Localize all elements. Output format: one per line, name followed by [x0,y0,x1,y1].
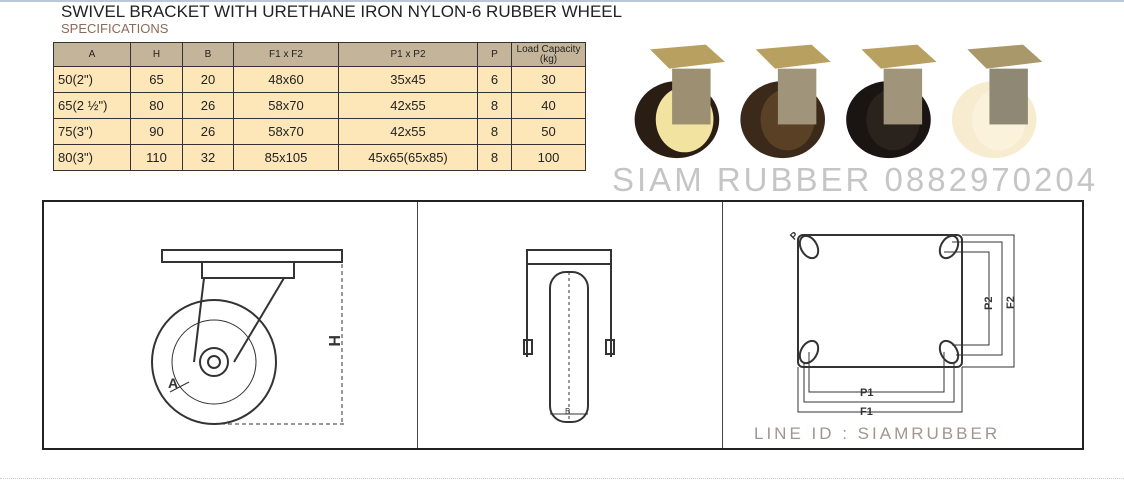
technical-drawings: H A B P1 F1 P2 F2 P [151,230,1017,425]
label-a: A [168,375,178,391]
top-view-drawing: P1 F1 P2 F2 P [788,230,1017,418]
caster-photo-2 [740,44,831,159]
table-cell: 30 [511,66,586,93]
top-border [0,0,1124,2]
table-cell: 35x45 [338,66,478,93]
table-header-row: A H B F1 x F2 P1 x P2 P Load Capacity (k… [53,42,586,67]
table-cell: 26 [182,92,234,119]
table-cell: 26 [182,118,234,145]
header-p: P [477,42,512,67]
table-cell: 65(2 ½") [53,92,131,119]
table-cell: 6 [477,66,512,93]
label-f1: F1 [860,406,873,418]
table-cell: 45x65(65x85) [338,144,478,171]
header-load-capacity: Load Capacity (kg) [511,42,586,67]
label-p2: P2 [983,297,995,310]
label-p1: P1 [860,387,873,399]
table-cell: 8 [477,144,512,171]
caster-photo-4 [951,44,1043,159]
divider [417,202,418,448]
table-cell: 100 [511,144,586,171]
technical-drawings-panel: H A B P1 F1 P2 F2 P [42,200,1084,450]
divider [722,202,723,448]
table-cell: 48x60 [233,66,339,93]
table-cell: 90 [130,118,183,145]
label-f2: F2 [1005,296,1017,309]
line-id-watermark: LINE ID : SIAMRUBBER [754,424,1001,443]
table-cell: 50(2") [53,66,131,93]
header-a: A [53,42,131,67]
header-h: H [130,42,183,67]
table-cell: 42x55 [338,92,478,119]
table-cell: 20 [182,66,234,93]
label-h: H [325,335,342,347]
caster-wheel-photos [634,44,1043,159]
header-f1xf2: F1 x F2 [233,42,339,67]
table-cell: 65 [130,66,183,93]
table-cell: 8 [477,92,512,119]
caster-photo-1 [634,44,725,159]
bottom-border [0,478,1124,484]
table-cell: 50 [511,118,586,145]
specifications-table: A H B F1 x F2 P1 x P2 P Load Capacity (k… [53,42,586,171]
table-cell: 75(3") [53,118,131,145]
watermark: SIAM RUBBER 0882970204 [612,161,1099,198]
page-title: SWIVEL BRACKET WITH URETHANE IRON NYLON-… [61,2,623,21]
caster-photo-3 [846,44,937,159]
table-cell: 8 [477,118,512,145]
table-cell: 58x70 [233,118,339,145]
header-p1xp2: P1 x P2 [338,42,478,67]
front-view-drawing: B [523,249,615,423]
header-b: B [182,42,234,67]
table-cell: 40 [511,92,586,119]
table-cell: 32 [182,144,234,171]
table-cell: 110 [130,144,183,171]
table-cell: 80(3") [53,144,131,171]
label-b: B [565,407,570,416]
table-cell: 58x70 [233,92,339,119]
table-cell: 42x55 [338,118,478,145]
side-view-drawing: H A [151,249,344,425]
table-cell: 85x105 [233,144,339,171]
table-cell: 80 [130,92,183,119]
section-subtitle: SPECIFICATIONS [61,21,169,36]
